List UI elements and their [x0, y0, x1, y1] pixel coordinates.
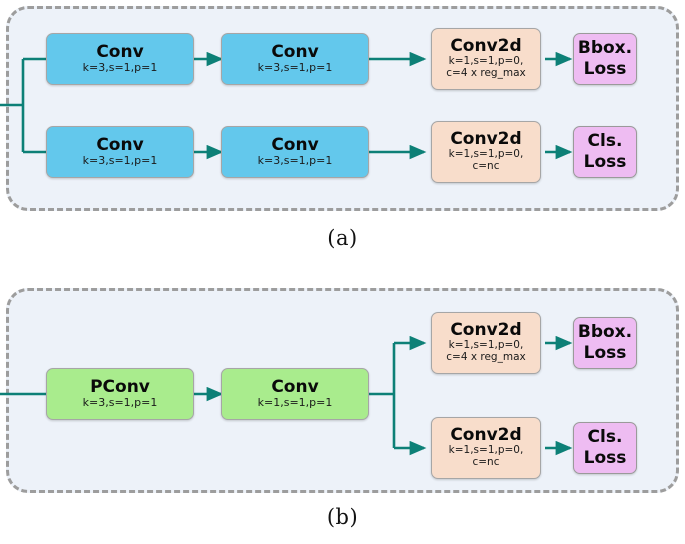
- node-title-line2: Loss: [583, 59, 627, 79]
- node-subtitle: k=3,s=1,p=1: [257, 61, 333, 74]
- node-title-line1: Cls.: [587, 427, 623, 448]
- node-title: Conv2d: [450, 36, 522, 57]
- node-subtitle: k=1,s=1,p=1: [257, 396, 333, 409]
- node-a-top-conv1[interactable]: Conv k=3,s=1,p=1: [46, 33, 194, 85]
- node-title: Conv: [96, 134, 144, 155]
- node-b-conv[interactable]: Conv k=1,s=1,p=1: [221, 368, 369, 420]
- node-title-line2: Loss: [583, 448, 627, 468]
- node-title: Conv2d: [450, 129, 522, 150]
- node-b-cls-loss[interactable]: Cls. Loss: [573, 422, 637, 474]
- node-title: PConv: [90, 376, 150, 397]
- node-title-line1: Bbox.: [577, 322, 633, 343]
- node-title: Conv: [271, 41, 319, 62]
- node-title: Conv: [96, 41, 144, 62]
- node-subtitle: k=1,s=1,p=0, c=nc: [448, 444, 524, 469]
- node-subtitle: k=1,s=1,p=0, c=4 x reg_max: [446, 55, 526, 80]
- node-title: Conv: [271, 376, 319, 397]
- node-a-cls-loss[interactable]: Cls. Loss: [573, 126, 637, 178]
- node-b-pconv[interactable]: PConv k=3,s=1,p=1: [46, 368, 194, 420]
- node-b-bottom-conv2d[interactable]: Conv2d k=1,s=1,p=0, c=nc: [431, 417, 541, 479]
- node-title-line1: Bbox.: [577, 38, 633, 59]
- node-a-bottom-conv2d[interactable]: Conv2d k=1,s=1,p=0, c=nc: [431, 121, 541, 183]
- node-subtitle: k=1,s=1,p=0, c=nc: [448, 148, 524, 173]
- node-a-top-conv2[interactable]: Conv k=3,s=1,p=1: [221, 33, 369, 85]
- node-b-bbox-loss[interactable]: Bbox. Loss: [573, 317, 637, 369]
- node-subtitle: k=3,s=1,p=1: [82, 154, 158, 167]
- caption-b: (b): [326, 505, 359, 529]
- node-a-top-conv2d[interactable]: Conv2d k=1,s=1,p=0, c=4 x reg_max: [431, 28, 541, 90]
- node-b-top-conv2d[interactable]: Conv2d k=1,s=1,p=0, c=4 x reg_max: [431, 312, 541, 374]
- node-a-bbox-loss[interactable]: Bbox. Loss: [573, 33, 637, 85]
- node-a-bottom-conv1[interactable]: Conv k=3,s=1,p=1: [46, 126, 194, 178]
- node-subtitle: k=3,s=1,p=1: [257, 154, 333, 167]
- node-subtitle: k=3,s=1,p=1: [82, 396, 158, 409]
- node-title-line2: Loss: [583, 343, 627, 363]
- node-title: Conv2d: [450, 425, 522, 446]
- node-a-bottom-conv2[interactable]: Conv k=3,s=1,p=1: [221, 126, 369, 178]
- node-subtitle: k=1,s=1,p=0, c=4 x reg_max: [446, 339, 526, 364]
- caption-a: (a): [327, 226, 358, 250]
- node-title: Conv: [271, 134, 319, 155]
- node-title-line1: Cls.: [587, 131, 623, 152]
- node-subtitle: k=3,s=1,p=1: [82, 61, 158, 74]
- node-title-line2: Loss: [583, 152, 627, 172]
- node-title: Conv2d: [450, 320, 522, 341]
